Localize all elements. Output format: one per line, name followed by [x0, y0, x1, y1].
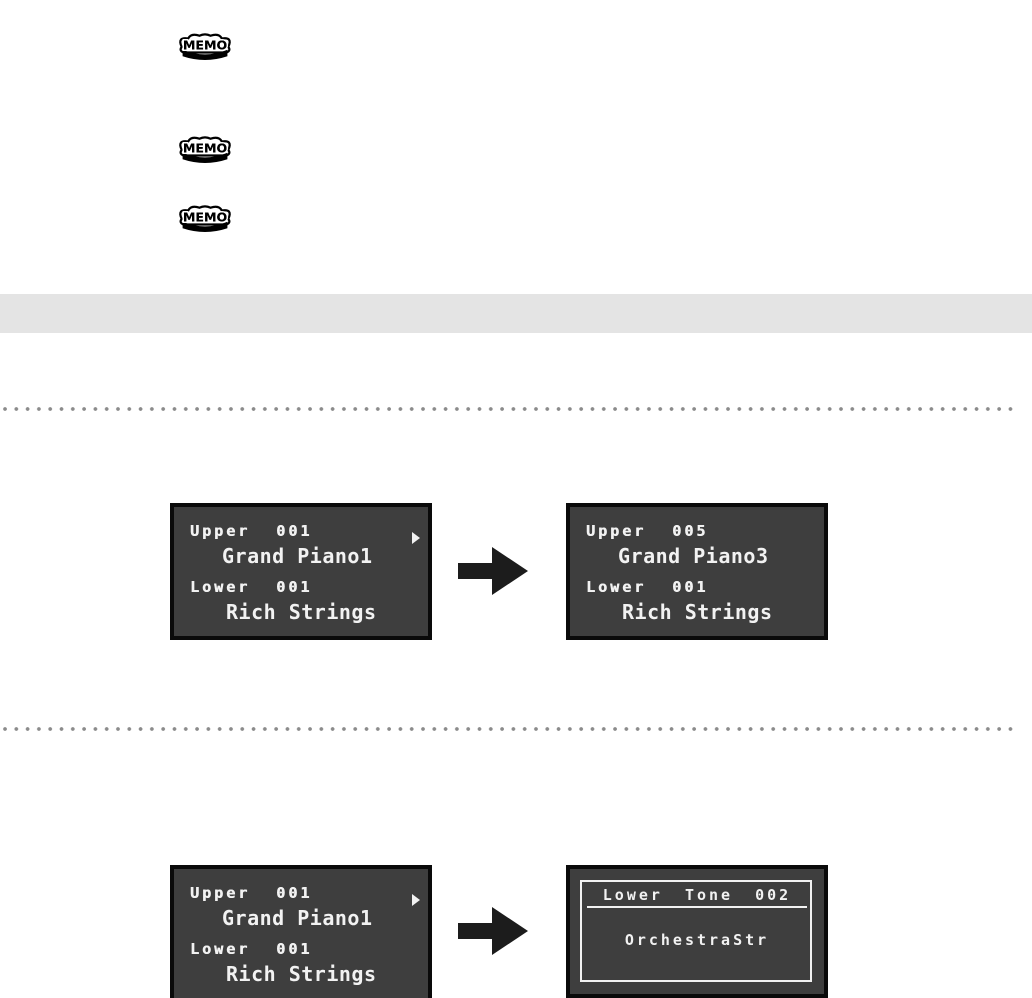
lcd-popup-frame	[580, 880, 812, 982]
lcd-display-after-1: Upper 005 Grand Piano3 Lower 001 Rich St…	[566, 503, 828, 640]
svg-text:MEMO: MEMO	[183, 210, 228, 225]
lcd-display-after-2: Lower Tone 002 OrchestraStr	[566, 865, 828, 998]
svg-text:MEMO: MEMO	[183, 210, 228, 225]
svg-text:MEMO: MEMO	[183, 38, 228, 53]
lcd-popup-title: Lower Tone 002	[602, 886, 792, 904]
lcd-lower-label: Lower 001	[190, 578, 313, 596]
section-header-bar	[0, 294, 1032, 333]
lcd-lower-tone: Rich Strings	[622, 600, 773, 624]
lcd-display-before-2: Upper 001 Grand Piano1 Lower 001 Rich St…	[170, 865, 432, 998]
lcd-upper-tone: Grand Piano1	[222, 544, 373, 568]
lcd-upper-tone: Grand Piano1	[222, 906, 373, 930]
lcd-display-before-1: Upper 001 Grand Piano1 Lower 001 Rich St…	[170, 503, 432, 640]
lcd-upper-label: Upper 005	[586, 522, 709, 540]
lcd-popup-divider	[587, 906, 807, 908]
svg-text:MEMO: MEMO	[183, 141, 228, 156]
lcd-lower-tone: Rich Strings	[226, 600, 377, 624]
lcd-cursor-icon	[412, 894, 420, 906]
dotted-divider	[2, 406, 1014, 412]
lcd-lower-label: Lower 001	[190, 940, 313, 958]
lcd-lower-label: Lower 001	[586, 578, 709, 596]
transition-arrow-icon	[458, 547, 528, 595]
lcd-lower-tone: Rich Strings	[226, 962, 377, 986]
transition-arrow-icon	[458, 907, 528, 955]
memo-icon: MEMO MEMO	[177, 31, 233, 61]
lcd-upper-label: Upper 001	[190, 522, 313, 540]
lcd-cursor-icon	[412, 532, 420, 544]
svg-text:MEMO: MEMO	[183, 38, 228, 53]
svg-text:MEMO: MEMO	[183, 141, 228, 156]
lcd-upper-tone: Grand Piano3	[618, 544, 769, 568]
memo-icon: MEMO MEMO	[177, 134, 233, 164]
memo-icon: MEMO MEMO	[177, 203, 233, 233]
dotted-divider	[2, 726, 1014, 732]
lcd-popup-tone: OrchestraStr	[624, 931, 770, 949]
lcd-upper-label: Upper 001	[190, 884, 313, 902]
